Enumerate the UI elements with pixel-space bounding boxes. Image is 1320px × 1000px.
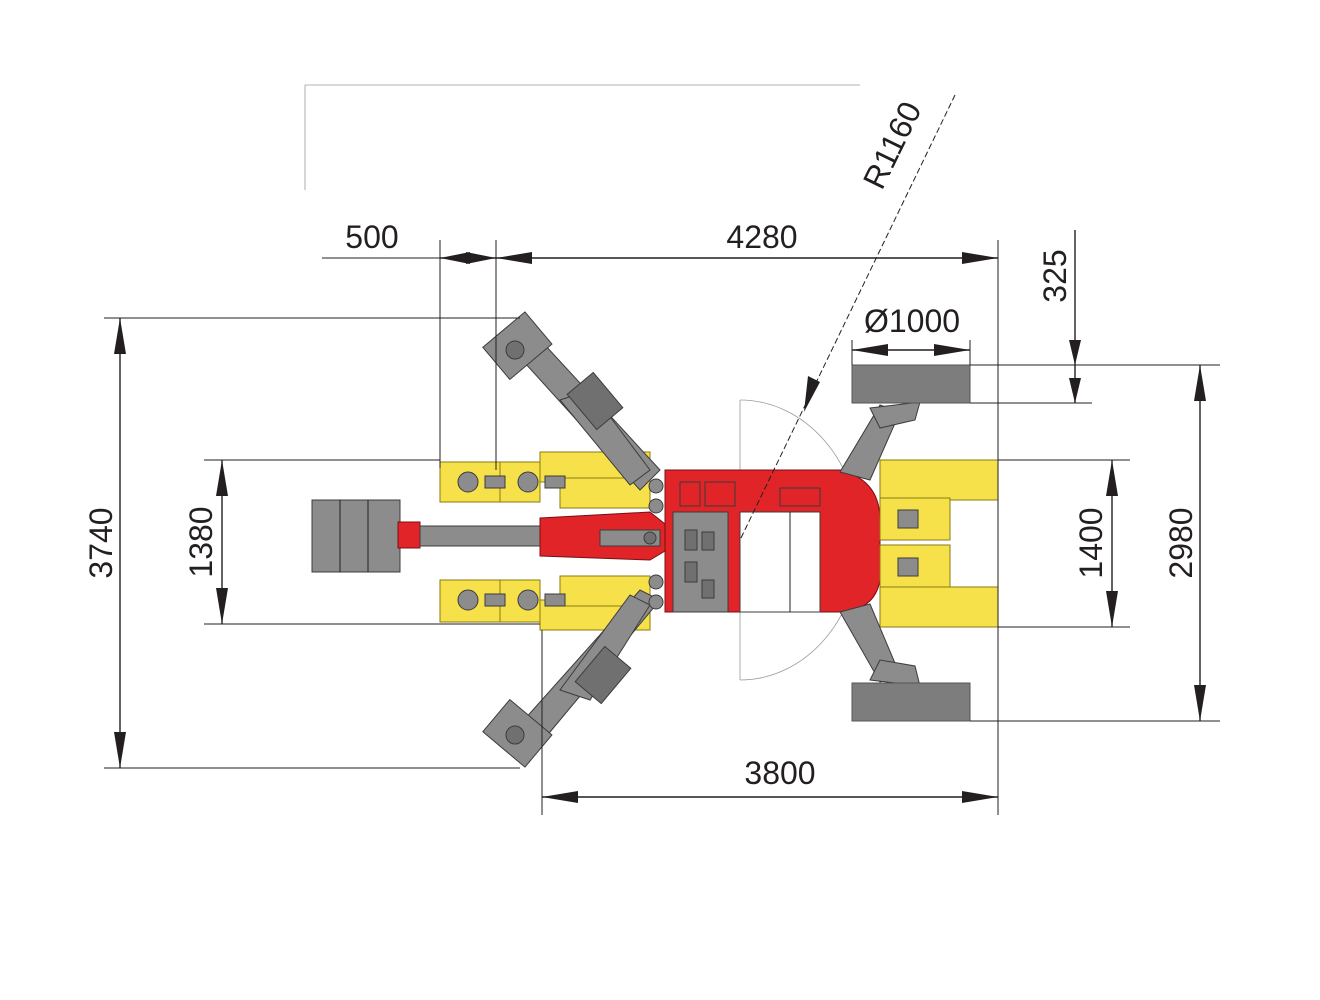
dim-1400: 1400 (998, 459, 1130, 628)
machine-top-view (311, 311, 999, 768)
dim-diameter-1000-label: Ø1000 (864, 303, 960, 339)
rear-upper-outrigger (439, 451, 651, 509)
boom-and-bucket (311, 499, 671, 573)
dim-325-label: 325 (1037, 249, 1073, 302)
dim-1380-label: 1380 (183, 506, 219, 577)
front-outriggers (879, 459, 999, 628)
dim-325: 325 (970, 230, 1092, 404)
dim-diameter-1000: Ø1000 (851, 303, 971, 365)
faint-frame (304, 84, 860, 190)
dim-1380: 1380 (183, 459, 540, 625)
dim-4280-label: 4280 (726, 219, 797, 255)
dim-r1160-label: R1160 (856, 96, 929, 194)
front-upper-leg (839, 364, 971, 481)
dim-3740: 3740 (83, 317, 520, 769)
upper-chassis (648, 469, 881, 613)
dim-500-label: 500 (345, 219, 398, 255)
rear-lower-outrigger (439, 575, 651, 631)
dim-3800-label: 3800 (744, 755, 815, 791)
dimension-lines: 500 4280 R1160 Ø1000 (83, 94, 1220, 815)
rear-lower-leg (482, 589, 661, 768)
dim-3740-label: 3740 (83, 507, 119, 578)
dim-2980: 2980 (970, 364, 1220, 722)
front-lower-leg (839, 603, 971, 722)
dim-2980-label: 2980 (1163, 507, 1199, 578)
rear-upper-leg (482, 311, 661, 491)
dim-3800: 3800 (541, 630, 999, 815)
dim-1400-label: 1400 (1073, 507, 1109, 578)
dim-4280: 4280 (496, 219, 998, 264)
dim-500: 500 (345, 219, 496, 264)
